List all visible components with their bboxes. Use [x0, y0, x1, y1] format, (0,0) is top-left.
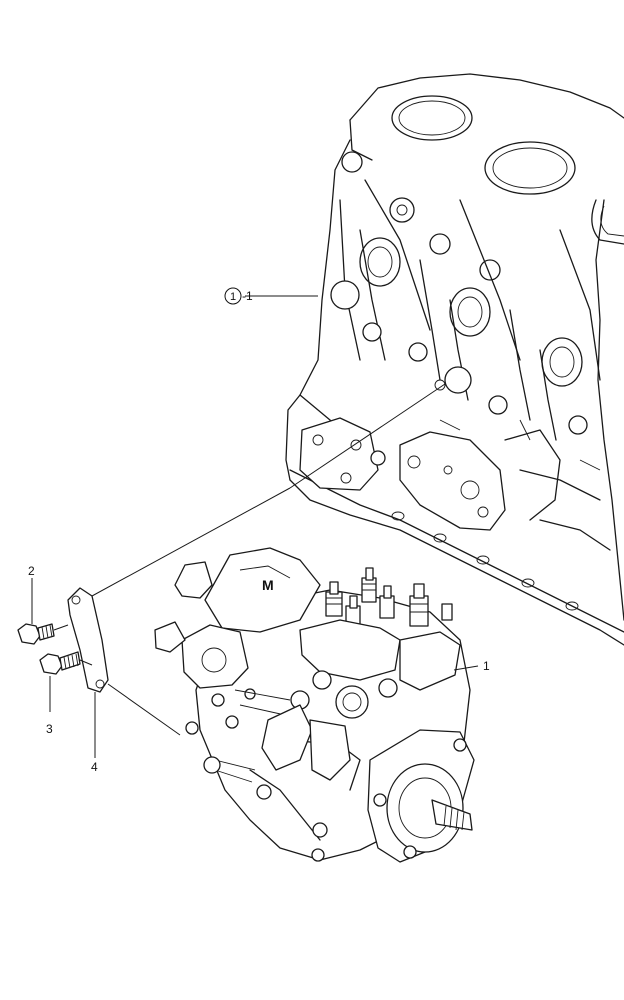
injection-pump: M — [154, 547, 475, 863]
callout-circle — [224, 287, 242, 305]
callout-block-circle-number: 1 — [230, 291, 236, 303]
callout-bolt-top: 2 — [28, 564, 35, 578]
drive-flange — [367, 729, 475, 863]
bolt-3 — [39, 651, 81, 675]
delivery-valves — [325, 567, 453, 629]
bracket — [67, 587, 109, 693]
svg-text:M: M — [262, 577, 274, 593]
callout-block: 1 -1 — [224, 287, 253, 305]
leader-lines — [31, 295, 479, 758]
bolt-2 — [17, 623, 55, 645]
callout-bolt-bottom: 3 — [46, 722, 53, 736]
engine-block — [285, 73, 624, 646]
callout-pump: 1 — [483, 659, 490, 673]
callout-bracket: 4 — [91, 760, 98, 774]
callout-block-suffix: -1 — [242, 289, 253, 303]
